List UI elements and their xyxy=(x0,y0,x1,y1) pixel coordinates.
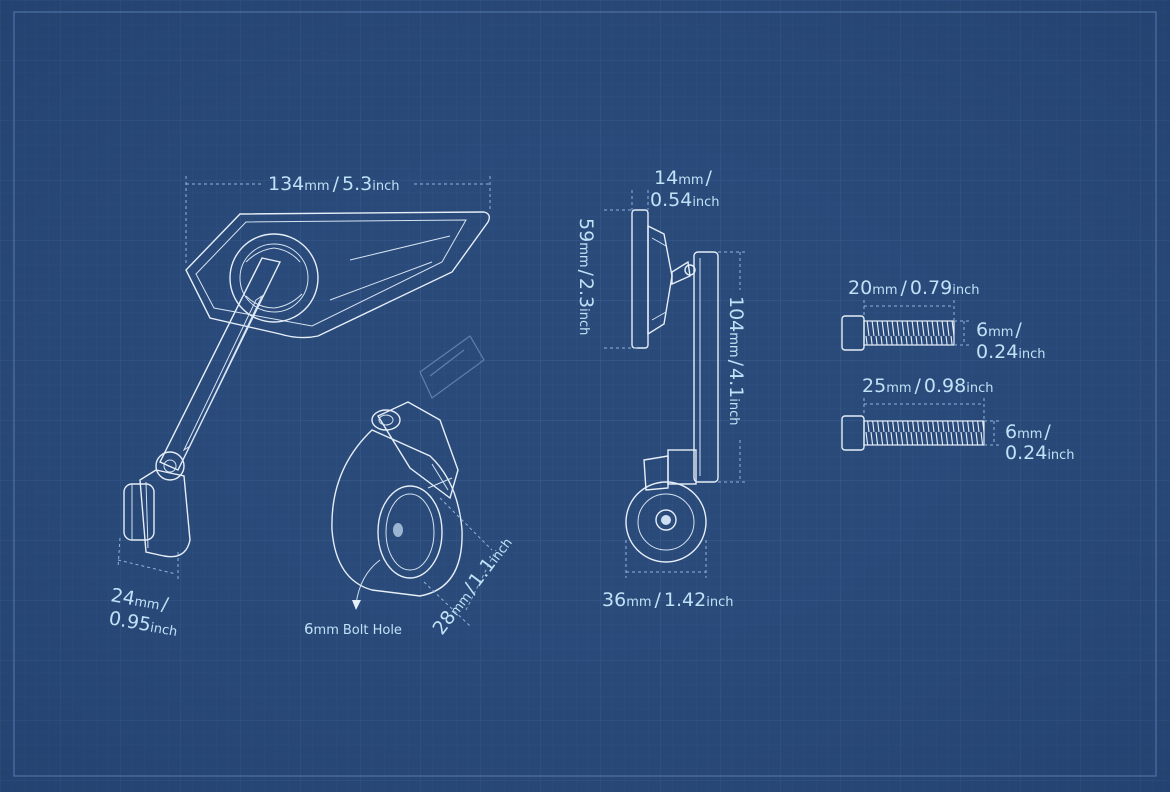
dim-head-thickness-inch: 0.54inch xyxy=(650,189,720,211)
dim-bolt2-diameter-inch: 0.24inch xyxy=(1005,442,1075,464)
mirror-side-view xyxy=(123,211,491,558)
dim-clamp-width: 36mm/1.42inch xyxy=(602,589,733,611)
clamp-perspective-view xyxy=(331,335,485,597)
dim-head-height: 59mm/2.3inch xyxy=(575,218,597,335)
dim-bolt1-diameter: 6mm/ xyxy=(976,319,1022,341)
bolt-20mm xyxy=(841,315,955,351)
dim-head-thickness: 14mm/ xyxy=(654,167,713,189)
bolt-25mm xyxy=(841,415,985,451)
dim-bolt1-length: 20mm/0.79inch xyxy=(848,277,979,299)
dim-mount-width: 24mm/ xyxy=(109,584,170,616)
dim-bolt1-diameter-inch: 0.24inch xyxy=(976,341,1046,363)
dim-bolt2-diameter: 6mm/ xyxy=(1005,421,1051,443)
dim-bolt2-length: 25mm/0.98inch xyxy=(862,375,993,397)
dim-mirror-width: 134mm/5.3inch xyxy=(268,173,399,195)
dim-arm-length: 104mm/4.1inch xyxy=(725,296,747,425)
drawing-frame xyxy=(13,11,1157,777)
mirror-front-view xyxy=(625,209,719,563)
